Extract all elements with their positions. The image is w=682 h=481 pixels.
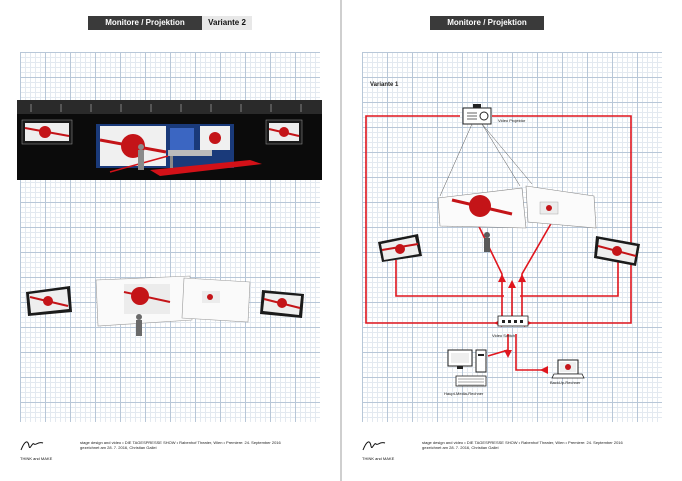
stage-monitor-right: [265, 119, 303, 145]
footer-line-1: stage design and video • DIE TAGESPRESSE…: [422, 440, 623, 445]
grid-paper: [362, 52, 662, 422]
logo-text: THINK and MAKE: [362, 456, 395, 461]
stage-small-screen: [200, 126, 230, 150]
switch-label: Video Switch: [492, 333, 516, 338]
page-variant-1: Monitore / Projektion Variante 1: [342, 0, 682, 481]
page-divider: [340, 0, 342, 481]
main-media-pc: [447, 349, 487, 387]
monitor-right: [594, 236, 640, 266]
monitor-left: [378, 234, 422, 262]
signature-logo: [362, 441, 386, 451]
variant-label: Variante 2: [202, 16, 252, 30]
header-title: Monitore / Projektion: [447, 18, 527, 27]
variant-label: Variante 1: [370, 82, 399, 88]
projector-label: Video Projektor: [498, 118, 526, 123]
main-pc-label: Haupt-Media-Rechner: [444, 391, 484, 396]
stage-render: [17, 100, 322, 180]
backup-laptop: [551, 359, 585, 379]
footer-line-2: gezeichnet am 28. 7. 2016, Christian Gal…: [422, 445, 499, 450]
variant-2-drawing: [17, 100, 322, 336]
monitor-left-plan: [26, 286, 72, 316]
projection-screen-left: [437, 187, 527, 229]
footer: stage design and video • DIE TAGESPRESSE…: [422, 440, 623, 450]
video-switch: [497, 315, 529, 327]
projection-screen-left-plan: [95, 275, 193, 327]
signature-logo: [20, 441, 44, 451]
projection-beams: [439, 123, 533, 197]
header-bar: Monitore / Projektion: [430, 16, 544, 30]
page-variant-2: Monitore / Projektion Variante 2: [0, 0, 340, 481]
variant-1-drawing: [365, 104, 640, 387]
monitor-right-plan: [260, 290, 304, 318]
footer-line-2: gezeichnet am 28. 7. 2016, Christian Gal…: [80, 445, 157, 450]
footer-line-1: stage design and video • DIE TAGESPRESSE…: [80, 440, 281, 445]
video-projector: [462, 104, 492, 125]
presenter-figure: [484, 232, 490, 252]
stage-monitor-left: [21, 119, 73, 145]
footer: stage design and video • DIE TAGESPRESSE…: [80, 440, 281, 450]
projection-screen-right-plan: [181, 277, 251, 323]
projection-screen-right: [525, 185, 597, 229]
backup-label: BackUp-Rechner: [550, 380, 581, 385]
presenter-figure: [136, 314, 142, 336]
logo-text: THINK and MAKE: [20, 456, 53, 461]
header-title: Monitore / Projektion: [105, 18, 185, 27]
header-bar: Monitore / Projektion Variante 2: [88, 16, 252, 30]
